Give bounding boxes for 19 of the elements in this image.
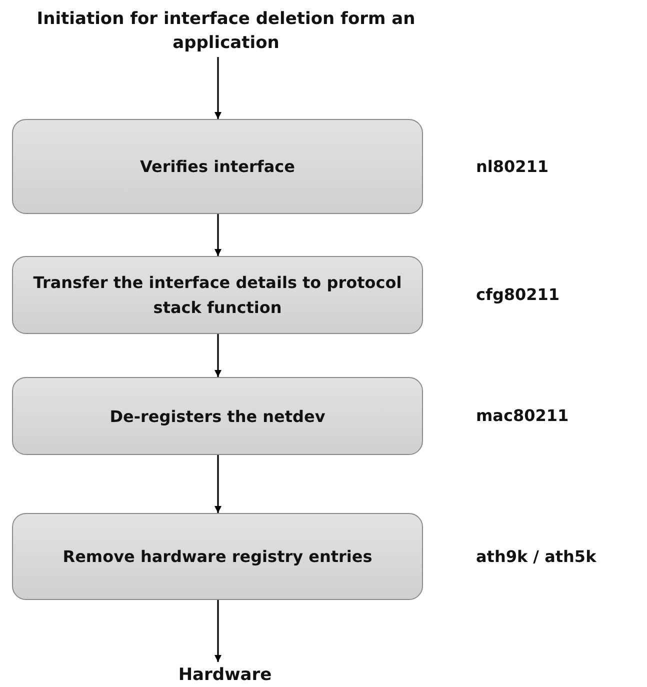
arrow [214,334,222,377]
step-label: De-registers the netdev [110,406,326,428]
step-label: Verifies interface [140,156,295,178]
layer-label: ath9k / ath5k [476,546,596,566]
arrow [214,57,222,119]
arrow [214,214,222,256]
arrow [214,600,222,662]
layer-label: mac80211 [476,406,569,425]
start-label: Initiation for interface deletion form an application [36,8,416,55]
layer-label: nl80211 [476,156,549,176]
process-box [12,256,423,334]
layer-label: cfg80211 [476,285,560,304]
step-label: Transfer the interface details to protocol stack function [32,272,403,319]
process-box [12,119,423,214]
arrow [214,455,222,513]
step-label: Remove hardware registry entries [62,546,372,568]
end-label: Hardware [178,664,272,687]
process-box [12,377,423,455]
process-box [12,513,423,600]
